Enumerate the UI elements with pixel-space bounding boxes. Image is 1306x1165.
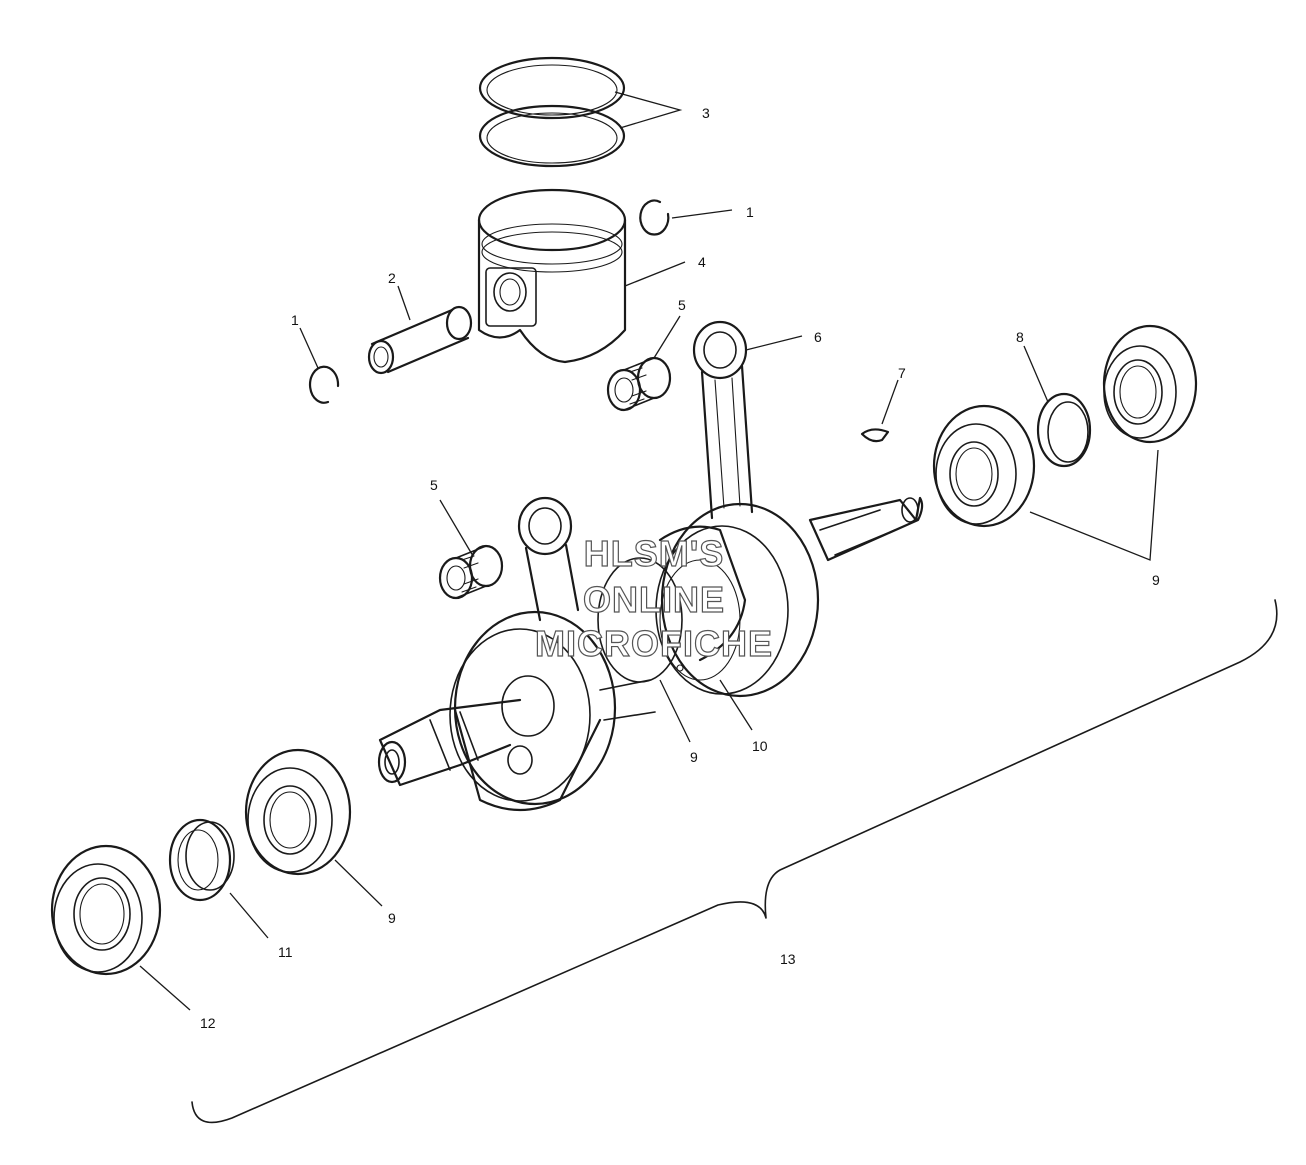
- circlip-left: [308, 365, 340, 404]
- callout-1-right: 1: [746, 204, 754, 220]
- callout-2: 2: [388, 270, 396, 286]
- callout-4: 4: [698, 254, 706, 270]
- main-bearing-right: [932, 404, 1036, 528]
- callout-9-left: 9: [388, 910, 396, 926]
- callout-8: 8: [1016, 329, 1024, 345]
- main-bearing-left: [244, 748, 352, 876]
- callout-10: 10: [752, 738, 768, 754]
- spacer-ring: [168, 818, 235, 902]
- callout-1-left: 1: [291, 312, 299, 328]
- main-bearing-far-left: [50, 844, 162, 976]
- leader-lines: [139, 91, 1159, 1011]
- callout-6: 6: [814, 329, 822, 345]
- callout-labels: 3 1 4 2 1 5 6 7 8 9 5 9 10 9 11 12 13: [200, 105, 1160, 1031]
- callout-3: 3: [702, 105, 710, 121]
- callout-11: 11: [278, 944, 293, 960]
- watermark-line-1: HLSM'S: [584, 533, 725, 574]
- piston-ring-bottom: [478, 104, 626, 168]
- watermark: HLSM'S ONLINE MICROFICHE: [534, 532, 773, 664]
- watermark-line-2: ONLINE: [583, 579, 725, 620]
- callout-7: 7: [898, 365, 906, 381]
- callout-9-right: 9: [1152, 572, 1160, 588]
- woodruff-key: [860, 428, 890, 443]
- assembly-bracket: [191, 599, 1278, 1124]
- connecting-rod-upper: [692, 320, 754, 520]
- callout-9-center: 9: [690, 749, 698, 765]
- piston-ring-top: [478, 56, 626, 120]
- piston-pin: [367, 305, 473, 375]
- main-bearing-far-right: [1102, 324, 1198, 444]
- callout-5-upper: 5: [678, 297, 686, 313]
- piston: [477, 188, 627, 364]
- callout-12: 12: [200, 1015, 216, 1031]
- shim-ring: [1036, 392, 1092, 468]
- needle-bearing-upper: [606, 356, 672, 412]
- callout-13: 13: [780, 951, 796, 967]
- watermark-line-3: MICROFICHE: [535, 623, 773, 664]
- circlip-right: [639, 199, 670, 236]
- callout-5-lower: 5: [430, 477, 438, 493]
- crankshaft: [377, 496, 924, 812]
